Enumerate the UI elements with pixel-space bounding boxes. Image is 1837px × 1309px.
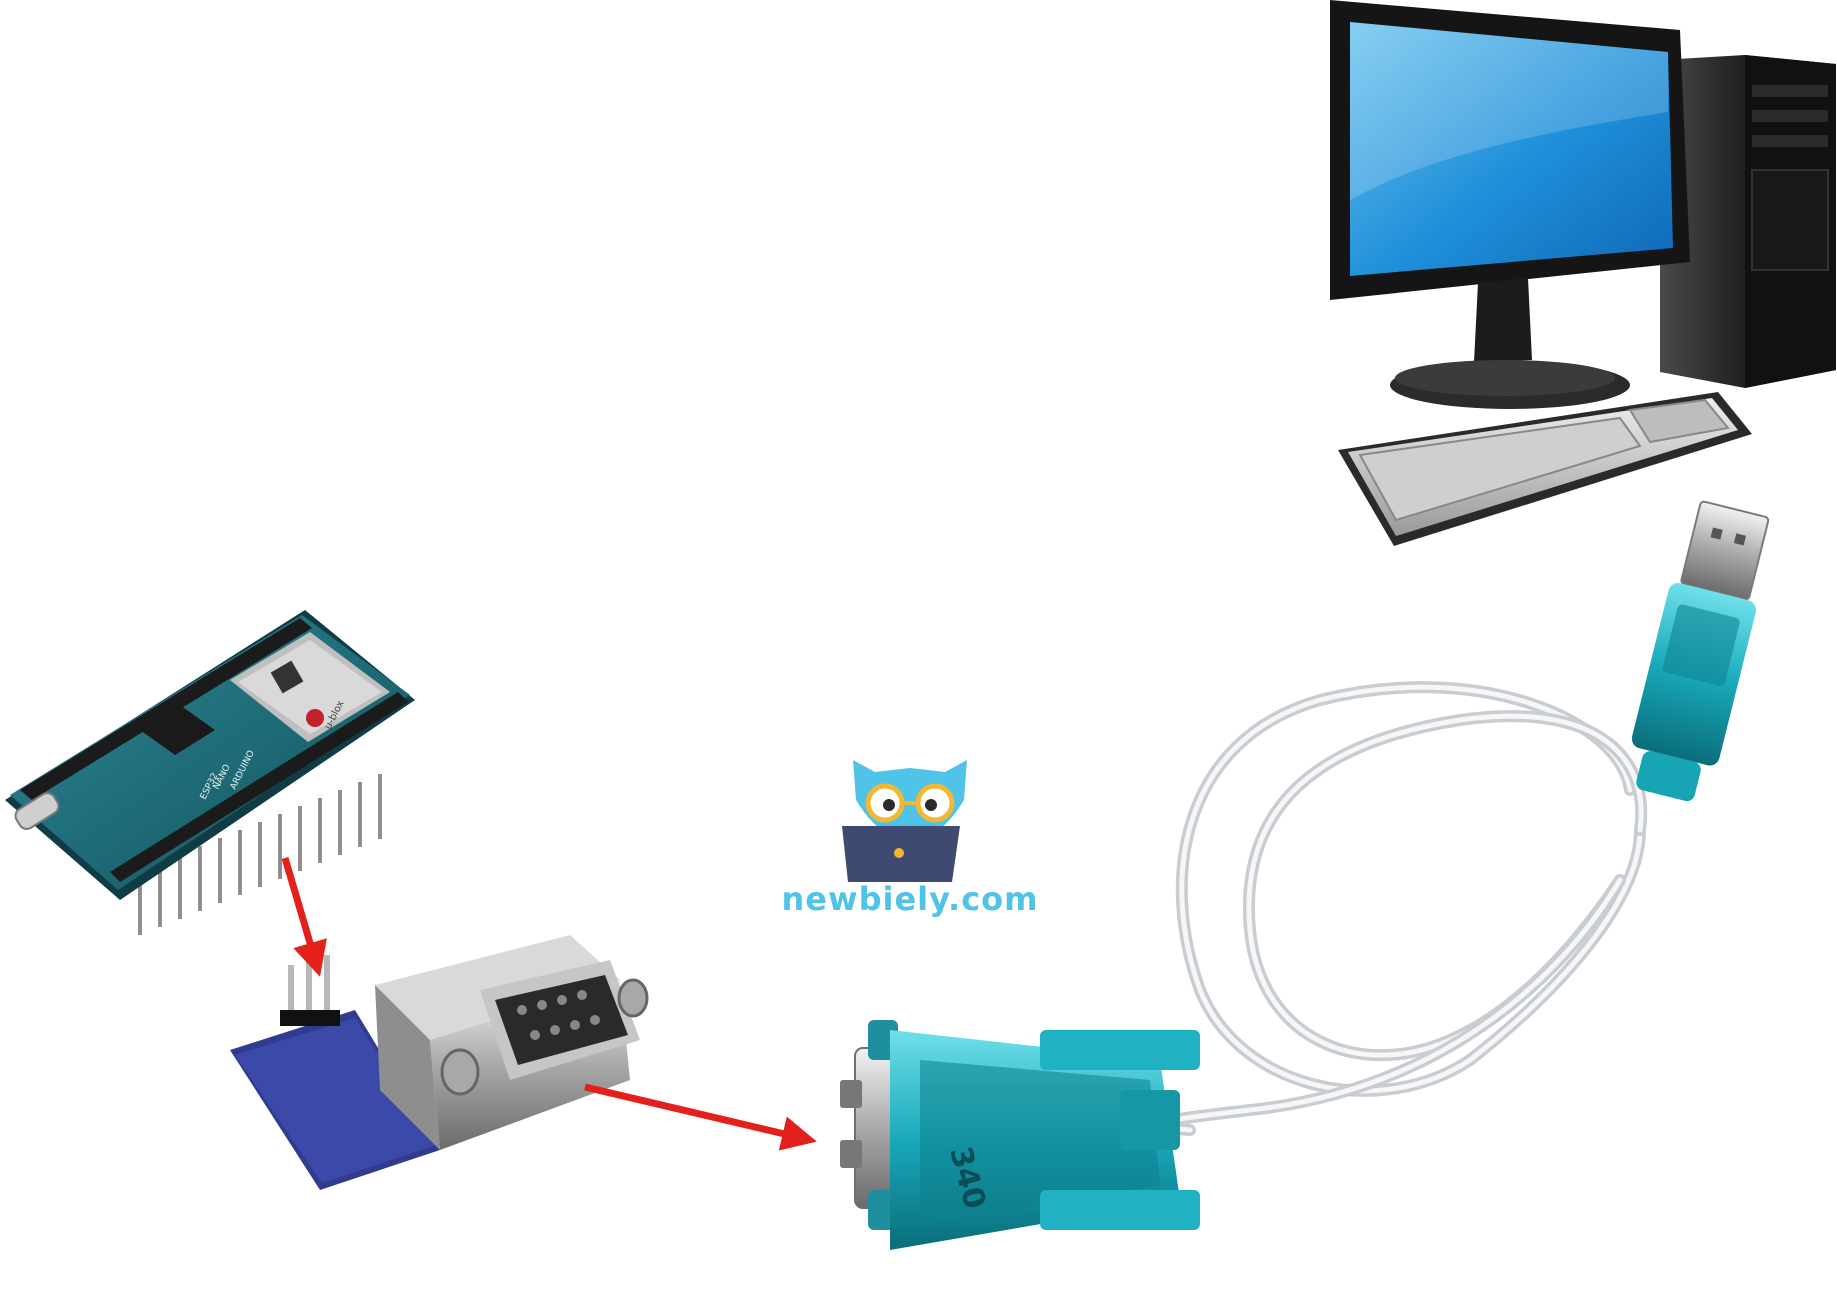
desktop-computer-icon <box>1330 0 1836 546</box>
db9-male-connector: 340 <box>840 1020 1200 1250</box>
header-pins <box>280 955 340 1026</box>
connection-arrows <box>281 857 817 1151</box>
rs232-db9-module-icon <box>230 935 649 1190</box>
newbiely-logo-text: newbiely.com <box>781 880 1039 918</box>
arrow-module-to-adapter <box>584 1083 817 1151</box>
cable-loops <box>1152 681 1667 1136</box>
arrow-board-to-module <box>281 857 327 977</box>
usb-to-serial-cable-icon: 340 <box>840 500 1770 1250</box>
pc-tower <box>1660 55 1836 388</box>
newbiely-owl-logo-icon <box>842 760 967 882</box>
usb-a-plug <box>1631 500 1770 802</box>
pc-keyboard <box>1338 392 1752 546</box>
db9-socket-holes <box>517 990 600 1040</box>
pc-monitor <box>1330 0 1690 409</box>
arduino-nano-esp32-board-icon: ARDUINO NANO ESP32 u-blox <box>5 610 415 935</box>
